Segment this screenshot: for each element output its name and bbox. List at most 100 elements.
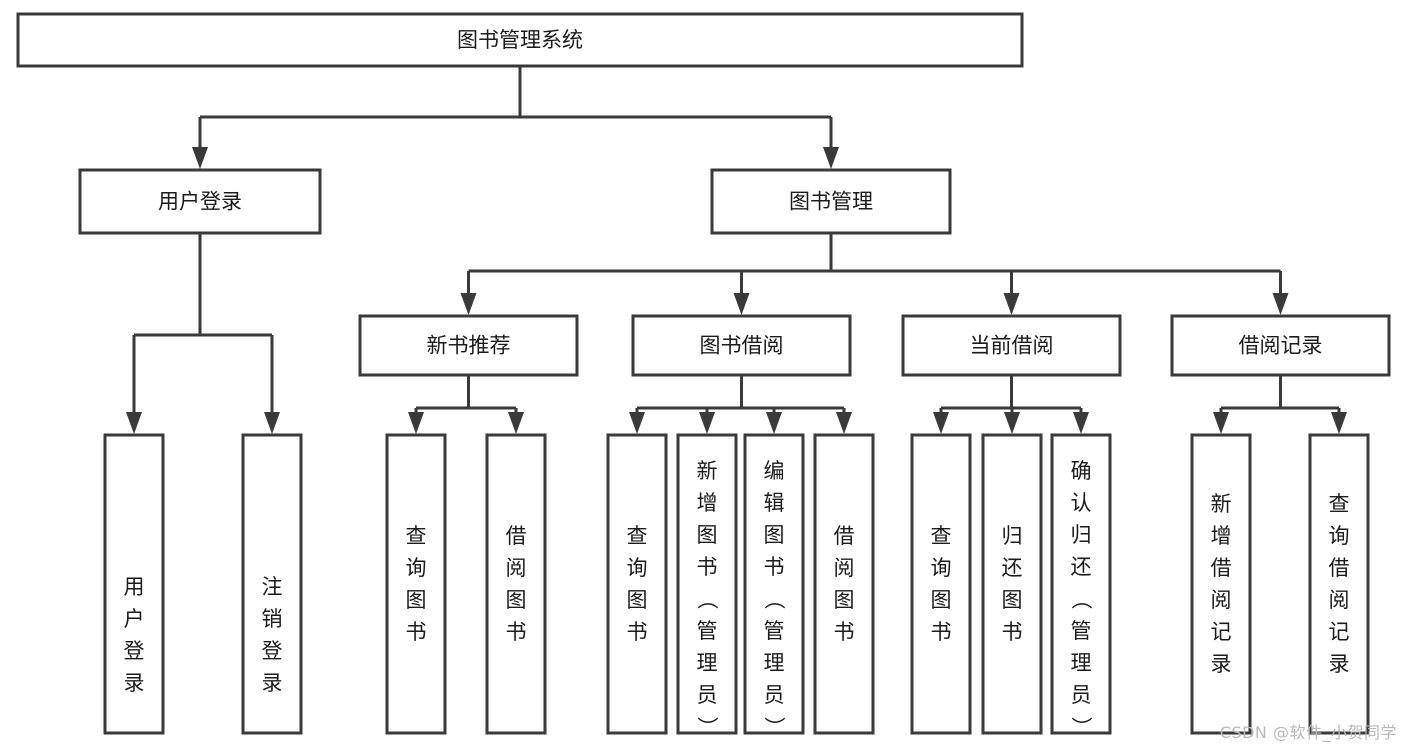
node-label-char: 阅 <box>1329 588 1350 612</box>
node-new-book-rec[interactable]: 新书推荐 <box>358 314 579 377</box>
node-box <box>981 433 1043 735</box>
node-label-char: 查 <box>931 524 952 548</box>
node-book-manage[interactable]: 图书管理 <box>710 168 952 235</box>
node-label-char: 图 <box>506 588 527 612</box>
node-label-char: 书 <box>931 620 952 644</box>
node-label-char: ） <box>1069 717 1093 738</box>
node-label-char: （ <box>695 589 719 610</box>
node-label-char: 录 <box>124 671 145 695</box>
arrow-head-icon <box>1004 412 1020 434</box>
node-label-char: 书 <box>627 620 648 644</box>
node-label-char: 辑 <box>764 491 785 515</box>
arrow-head-icon <box>192 147 208 169</box>
csdn-watermark: CSDN @软件_小贺同学 <box>1219 723 1397 742</box>
arrow-head-icon <box>508 412 524 434</box>
node-current-borrow[interactable]: 当前借阅 <box>901 314 1122 377</box>
node-label-char: 书 <box>697 555 718 579</box>
arrow-head-icon <box>766 412 782 434</box>
node-root[interactable]: 图书管理系统 <box>16 12 1024 68</box>
node-box <box>631 314 852 377</box>
node-label-char: 询 <box>406 556 427 580</box>
node-label-char: 借 <box>506 524 527 548</box>
node-box <box>910 433 972 735</box>
node-label-char: 员 <box>697 683 718 707</box>
node-box <box>676 433 738 735</box>
connector-group-borrow-record <box>1213 375 1347 434</box>
node-box <box>1308 433 1370 735</box>
node-label-char: 归 <box>1071 523 1092 547</box>
arrow-head-icon <box>629 412 645 434</box>
node-label-char: 书 <box>506 620 527 644</box>
node-label-char: （ <box>762 589 786 610</box>
node-label-char: 员 <box>1071 683 1092 707</box>
node-label: 图书管理 <box>789 190 873 214</box>
node-box <box>901 314 1122 377</box>
connector-group-user-login <box>126 233 280 434</box>
arrow-head-icon <box>1213 412 1229 434</box>
node-label: 图书管理系统 <box>457 28 583 52</box>
connector-group-current-borrow <box>933 375 1089 434</box>
connector-group-book-manage <box>460 233 1289 315</box>
node-box <box>78 168 322 235</box>
node-label-char: 用 <box>124 575 145 599</box>
node-label: 图书借阅 <box>700 334 784 358</box>
node-user-login[interactable]: 用户登录 <box>78 168 322 235</box>
node-layer: 图书管理系统用户登录图书管理新书推荐图书借阅当前借阅借阅记录用户登录注销登录查询… <box>16 12 1391 738</box>
connector-layer <box>126 66 1347 434</box>
node-label-char: 图 <box>931 588 952 612</box>
node-label-char: 查 <box>1329 492 1350 516</box>
node-label-char: 记 <box>1211 620 1232 644</box>
node-box <box>16 12 1024 68</box>
node-label-char: 还 <box>1071 555 1092 579</box>
node-label-char: 图 <box>697 523 718 547</box>
arrow-head-icon <box>126 412 142 434</box>
arrow-head-icon <box>836 412 852 434</box>
node-label-char: 书 <box>834 620 855 644</box>
node-leaf-user-login[interactable]: 用户登录 <box>103 433 165 735</box>
node-label-char: 查 <box>627 524 648 548</box>
arrow-head-icon <box>699 412 715 434</box>
node-label-char: 图 <box>406 588 427 612</box>
node-box <box>485 433 547 735</box>
node-label-char: 还 <box>1002 556 1023 580</box>
node-label-char: 图 <box>1002 588 1023 612</box>
node-label-char: ） <box>762 717 786 738</box>
node-box <box>241 433 303 735</box>
arrow-head-icon <box>1272 293 1289 315</box>
node-label-char: 录 <box>1329 652 1350 676</box>
arrow-head-icon <box>1073 412 1089 434</box>
node-label: 用户登录 <box>158 190 242 214</box>
node-label-char: 归 <box>1002 524 1023 548</box>
node-label-char: 销 <box>262 607 283 631</box>
node-label-char: 询 <box>627 556 648 580</box>
connector-group-book-borrow <box>629 375 852 434</box>
node-label: 用户登录 <box>124 575 145 695</box>
node-label-char: 记 <box>1329 620 1350 644</box>
node-box <box>1050 433 1112 735</box>
node-borrow-record[interactable]: 借阅记录 <box>1170 314 1391 377</box>
node-label-char: 书 <box>406 620 427 644</box>
arrow-head-icon <box>823 147 839 169</box>
node-label: 新书推荐 <box>427 334 511 358</box>
node-box <box>813 433 875 735</box>
node-label-char: 查 <box>406 524 427 548</box>
node-book-borrow[interactable]: 图书借阅 <box>631 314 852 377</box>
node-label-char: 理 <box>1071 651 1092 675</box>
node-label-char: 注 <box>262 575 283 599</box>
